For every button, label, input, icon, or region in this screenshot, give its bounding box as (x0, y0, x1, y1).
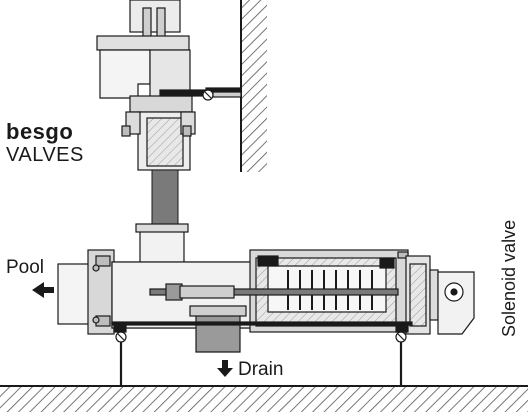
solenoid-valve-label: Solenoid valve (499, 219, 519, 337)
arrow-down-icon (217, 360, 233, 377)
ground (0, 385, 528, 412)
drain-label: Drain (238, 359, 284, 380)
arrow-left-icon (32, 282, 54, 298)
connecting-pipe (151, 169, 179, 231)
brand-subtitle: VALVES (6, 144, 84, 166)
wall (240, 0, 267, 172)
brand-name: besgo (6, 119, 74, 144)
main-valve-body (57, 223, 431, 386)
solenoid-valve (429, 269, 475, 335)
upper-valve (96, 0, 242, 171)
pool-label: Pool (6, 257, 45, 278)
